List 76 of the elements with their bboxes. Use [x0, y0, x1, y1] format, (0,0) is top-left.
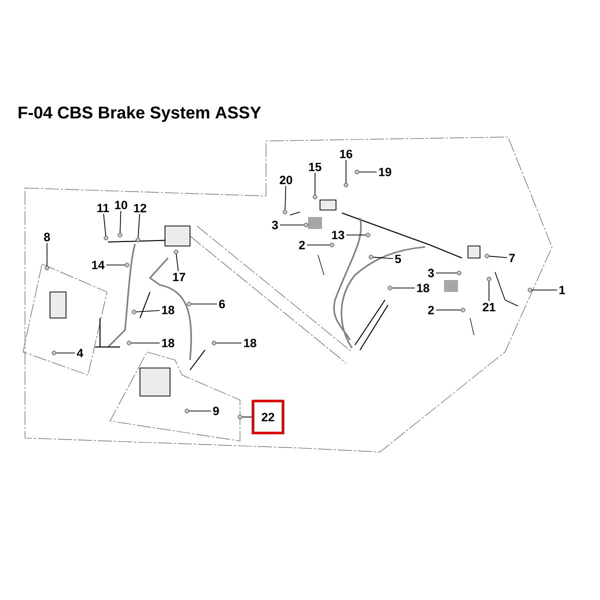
part-sketch: [344, 182, 348, 188]
leader-line: [488, 256, 508, 258]
leader-line: [120, 210, 122, 234]
callout-number: 3: [428, 268, 434, 278]
callout-number: 2: [428, 306, 434, 314]
part-sketch: [118, 232, 122, 238]
leader-line: [372, 256, 394, 260]
part-sketch: [186, 302, 192, 306]
part-sketch: [456, 270, 462, 276]
callout-number: 14: [92, 260, 105, 270]
part-sketch: [124, 262, 130, 268]
callout-number: 3: [272, 220, 278, 230]
part-sketch: [132, 310, 136, 314]
callout-number: 17: [173, 272, 186, 282]
callout-number: 6: [219, 300, 225, 308]
callout-number: 18: [162, 338, 174, 348]
callout-number: 2: [299, 240, 305, 250]
leader-line: [280, 224, 304, 226]
leader-line: [138, 213, 140, 238]
leader-line: [56, 352, 76, 354]
callout-number: 12: [134, 204, 146, 212]
leader-line: [346, 234, 366, 236]
callout-number: 10: [115, 200, 128, 210]
callout-number: 5: [395, 254, 401, 264]
leader-line: [136, 310, 160, 312]
callout-number: 19: [379, 168, 392, 176]
callout-number: 1: [559, 286, 565, 294]
part-sketch: [486, 276, 492, 282]
leader-line: [46, 242, 48, 266]
callout-box: 22: [252, 400, 284, 434]
part-sketch: [238, 414, 242, 420]
part-sketch: [52, 350, 56, 356]
callout-number: 16: [340, 150, 352, 158]
callout-number: 11: [97, 204, 109, 212]
part-sketch: [174, 250, 178, 254]
callout-number: 18: [244, 338, 256, 348]
part-sketch: [460, 308, 466, 312]
part-sketch: [312, 194, 318, 200]
part-sketch: [388, 286, 392, 290]
part-sketch: [366, 232, 370, 238]
part-sketch: [304, 222, 308, 228]
callout-number: 9: [213, 406, 219, 416]
part-sketch: [126, 340, 132, 346]
leader-line: [306, 244, 330, 246]
leader-line: [130, 342, 160, 344]
callout-number: 4: [76, 348, 84, 358]
callout-number: 21: [482, 302, 496, 312]
leader-line: [284, 186, 286, 210]
part-sketch: [528, 288, 532, 292]
part-sketch: [136, 238, 140, 242]
leader-line: [103, 213, 106, 236]
part-sketch: [104, 236, 108, 240]
callout-number: 18: [162, 306, 174, 314]
part-sketch: [354, 170, 360, 174]
part-sketch: [330, 242, 334, 248]
leader-line: [176, 254, 179, 272]
leader-line: [488, 280, 490, 302]
part-sketch: [282, 210, 288, 214]
part-sketch: [368, 254, 374, 260]
leader-line: [436, 272, 458, 274]
leader-line: [242, 416, 252, 418]
callout-number: 13: [332, 230, 344, 240]
part-sketch: [212, 340, 216, 346]
part-sketch: [184, 408, 190, 414]
leader-line: [216, 342, 242, 344]
leader-line: [314, 172, 316, 196]
callout-number: 18: [417, 284, 430, 292]
part-sketch: [44, 266, 50, 270]
callout-number: 20: [280, 176, 292, 184]
callout-number: 15: [309, 162, 322, 172]
part-sketch: [484, 254, 490, 258]
leader-line: [106, 264, 126, 266]
leader-line: [188, 410, 212, 412]
title: F-04 CBS Brake System ASSY: [18, 106, 261, 122]
callout-number: 8: [44, 232, 50, 242]
callout-number: 7: [509, 254, 515, 262]
